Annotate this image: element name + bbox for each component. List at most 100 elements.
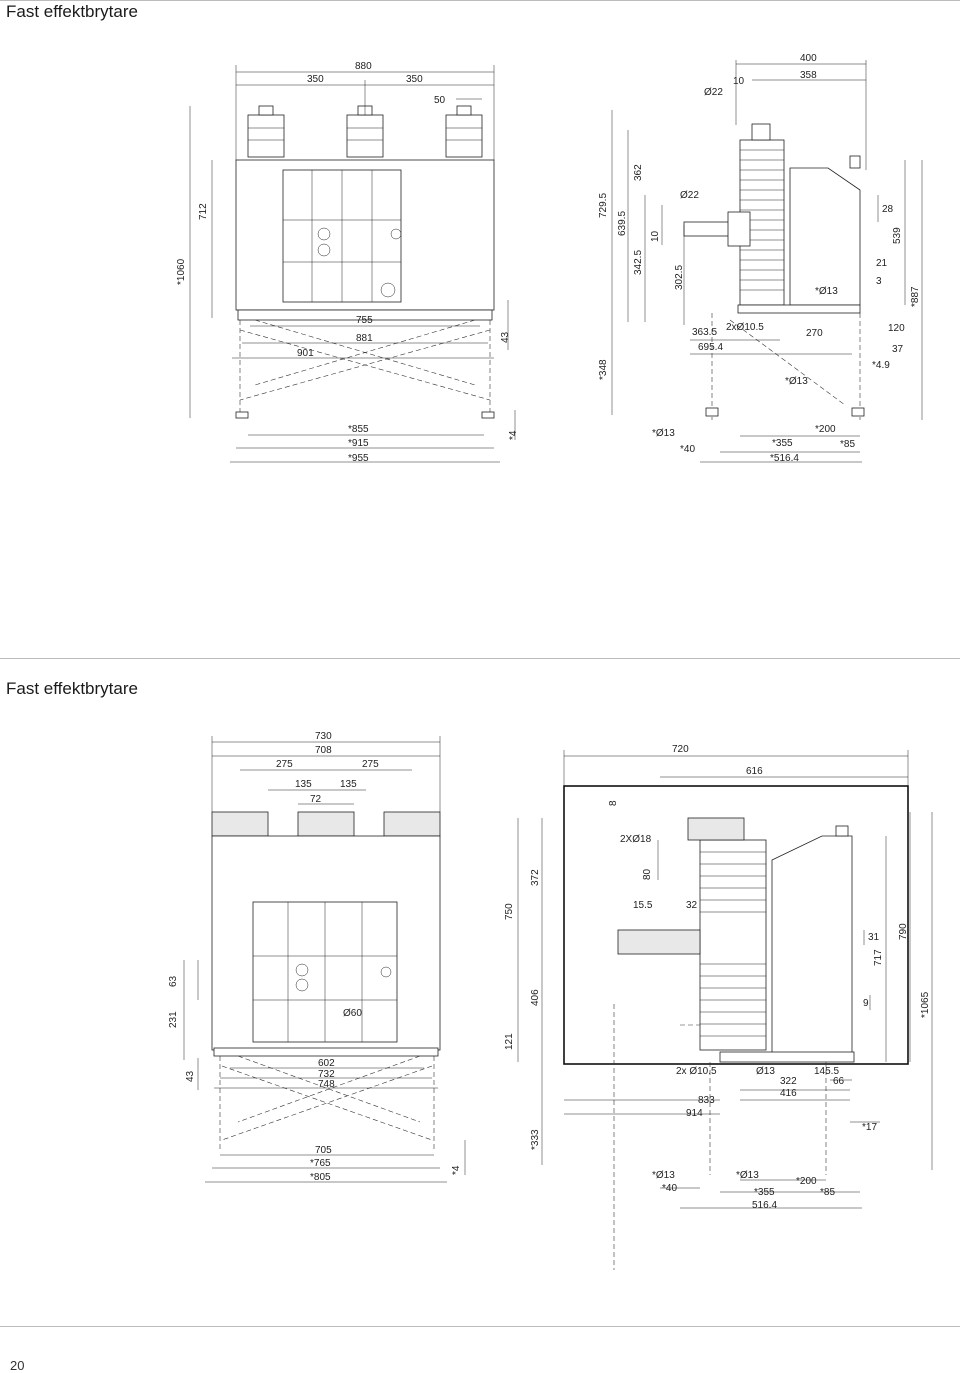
- dim-712: 712: [198, 203, 209, 220]
- dim-915: *915: [348, 438, 369, 449]
- dim-805: *805: [310, 1172, 331, 1183]
- dim-322: 322: [780, 1076, 797, 1087]
- dim-833: 833: [698, 1095, 715, 1106]
- dim-63: 63: [168, 975, 179, 987]
- dim-10-side: 10: [650, 230, 661, 242]
- dim-639-5: 639.5: [617, 211, 628, 236]
- dim-2xd18: 2XØ18: [620, 834, 652, 845]
- section-title-1: Fast effektbrytare: [6, 2, 138, 21]
- dim-40: *40: [680, 444, 695, 455]
- dim-729-5: 729.5: [598, 193, 609, 218]
- dim-43-2: 43: [185, 1070, 196, 1082]
- dim-2xd10-5-2: 2x Ø10.5: [676, 1066, 717, 1077]
- dim-2xd10-5: 2xØ10.5: [726, 322, 764, 333]
- dim-416: 416: [780, 1088, 797, 1099]
- dim-616: 616: [746, 766, 763, 777]
- dim-d13-foot: *Ø13: [652, 428, 675, 439]
- bushing-right: [445, 114, 483, 158]
- dim-732: 732: [318, 1069, 335, 1080]
- dim-717: 717: [873, 949, 884, 966]
- dim-348: *348: [598, 359, 609, 380]
- dim-275b: 275: [362, 759, 379, 770]
- dim-730: 730: [315, 731, 332, 742]
- dim-4: *4: [508, 430, 519, 440]
- dim-350b: 350: [406, 74, 423, 85]
- mechanism-enclosure: [789, 167, 861, 306]
- drawing2-side-view: 720 616 8 2XØ18 80 372 15.5 32 750 31 71…: [504, 744, 933, 1270]
- dim-4-2: *4: [451, 1165, 462, 1175]
- dim-32: 32: [686, 900, 698, 911]
- dim-121: 121: [504, 1033, 515, 1050]
- dim-37: 37: [892, 344, 904, 355]
- dim-362: 362: [633, 164, 644, 181]
- dim-750: 750: [504, 903, 515, 920]
- dim-516-4: *516.4: [770, 453, 799, 464]
- dim-355-2: *355: [754, 1187, 775, 1198]
- dim-80: 80: [642, 868, 653, 880]
- dim-705: 705: [315, 1145, 332, 1156]
- bushing-center-2: [297, 811, 355, 837]
- dim-1060: *1060: [176, 258, 187, 285]
- dim-145-5: 145.5: [814, 1066, 839, 1077]
- dim-275a: 275: [276, 759, 293, 770]
- dim-120: 120: [888, 323, 905, 334]
- dim-43: 43: [500, 331, 511, 343]
- dim-372: 372: [530, 869, 541, 886]
- dim-302-5: 302.5: [674, 265, 685, 290]
- dim-880: 880: [355, 61, 372, 72]
- dim-d13-foot-3: *Ø13: [736, 1170, 759, 1181]
- dim-363-5: 363.5: [692, 327, 717, 338]
- dim-406: 406: [530, 989, 541, 1006]
- dim-887: *887: [910, 286, 921, 307]
- dim-1065: *1065: [920, 991, 931, 1018]
- dim-d13-frame: *Ø13: [785, 376, 808, 387]
- drawing1-side-view: 400 358 10 Ø22 Ø22 729.5 639.5 362 342.5…: [598, 53, 923, 464]
- dim-755: 755: [356, 315, 373, 326]
- dim-31: 31: [868, 932, 880, 943]
- dim-85-2: *85: [820, 1187, 835, 1198]
- dim-790: 790: [898, 923, 909, 940]
- insulator-ribs: [740, 149, 784, 291]
- bushing-left: [247, 114, 285, 158]
- dim-66: 66: [833, 1076, 845, 1087]
- bushing-center: [346, 114, 384, 158]
- dim-901: 901: [297, 348, 314, 359]
- bottom-rule: [0, 1326, 960, 1327]
- bushing-right-2: [383, 811, 441, 837]
- dim-400: 400: [800, 53, 817, 64]
- dim-765: *765: [310, 1158, 331, 1169]
- panel-outline: [563, 785, 909, 1065]
- dim-d13-2: Ø13: [756, 1066, 775, 1077]
- dim-9: 9: [863, 998, 869, 1009]
- top-rule: [0, 0, 960, 1]
- dim-333: *333: [530, 1129, 541, 1150]
- bushing-left-2: [211, 811, 269, 837]
- dim-955: *955: [348, 453, 369, 464]
- dim-516-4-2: 516.4: [752, 1200, 777, 1211]
- dim-881: 881: [356, 333, 373, 344]
- dim-695-4: 695.4: [698, 342, 723, 353]
- dim-602: 602: [318, 1058, 335, 1069]
- dim-8: 8: [608, 800, 619, 806]
- dim-40-2: *40: [662, 1183, 677, 1194]
- dim-d22-top: Ø22: [704, 87, 723, 98]
- dim-21: 21: [876, 258, 888, 269]
- page-number: 20: [10, 1358, 25, 1373]
- dim-135a: 135: [295, 779, 312, 790]
- insulator-2: [699, 839, 767, 1051]
- dim-50: 50: [434, 95, 446, 106]
- dim-200: *200: [815, 424, 836, 435]
- dim-342-5: 342.5: [633, 250, 644, 275]
- dim-539: 539: [892, 227, 903, 244]
- dim-10-top: 10: [733, 76, 745, 87]
- dim-d13-side: *Ø13: [815, 286, 838, 297]
- dim-355: *355: [772, 438, 793, 449]
- dim-15-5: 15.5: [633, 900, 653, 911]
- dim-708: 708: [315, 745, 332, 756]
- dim-350a: 350: [307, 74, 324, 85]
- dim-3: 3: [876, 276, 882, 287]
- dim-914: 914: [686, 1108, 703, 1119]
- dim-28: 28: [882, 204, 894, 215]
- dim-17: *17: [862, 1122, 877, 1133]
